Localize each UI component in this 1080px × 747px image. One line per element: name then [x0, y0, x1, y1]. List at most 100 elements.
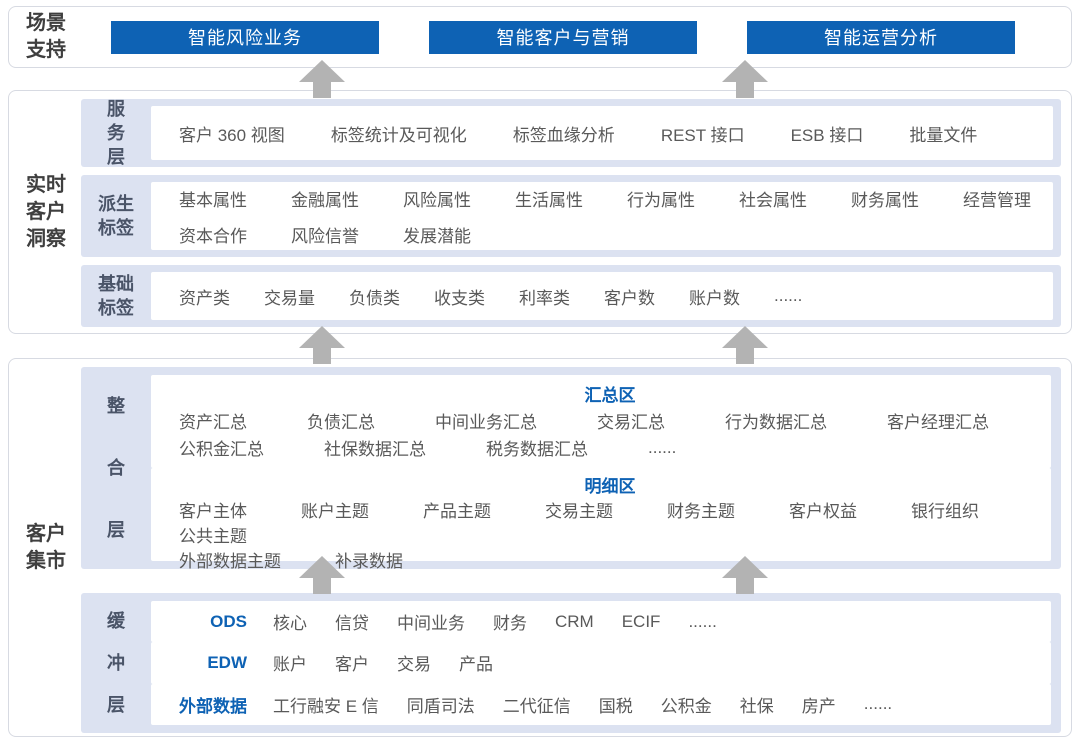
item-label: 国税 — [598, 696, 633, 716]
realtime-insight-label: 实时客户洞察 — [19, 99, 81, 325]
item-label: 核心 — [273, 614, 307, 634]
up-arrow-icon — [299, 326, 345, 364]
buffer-layer-label-text: 缓冲层 — [106, 611, 125, 715]
item-label: 交易量 — [264, 288, 315, 308]
item-label: 信贷 — [335, 614, 369, 634]
derived-tags-items-row2: 资本合作风险信誉发展潜能 — [179, 222, 1043, 247]
realtime-insight-label-text: 实时客户洞察 — [26, 173, 66, 250]
item-label: 账户主题 — [301, 502, 369, 521]
item-label: 基本属性 — [179, 190, 247, 210]
item-label: 交易汇总 — [597, 413, 665, 432]
item-label: ESB 接口 — [790, 125, 864, 145]
item-label: 二代征信 — [502, 696, 571, 716]
item-label: 社保数据汇总 — [324, 440, 426, 459]
detail-zone-items-row2: 外部数据主题补录数据 — [179, 547, 1041, 572]
derived-tags-label: 派生标签 — [81, 192, 151, 241]
item-label: 中间业务汇总 — [435, 413, 537, 432]
item-label: 负债类 — [349, 288, 400, 308]
up-arrow-icon — [299, 60, 345, 98]
item-label: 金融属性 — [291, 190, 359, 210]
item-label: ECIF — [621, 611, 661, 631]
item-label: 产品 — [459, 655, 493, 675]
item-label: 收支类 — [434, 288, 485, 308]
basic-tags-row: 基础标签 资产类交易量负债类收支类利率类客户数账户数...... — [81, 265, 1061, 327]
item-label: 财务主题 — [667, 502, 735, 521]
buffer-row-edw: EDW 账户客户交易产品 — [151, 642, 1051, 684]
item-label: 财务 — [493, 614, 527, 634]
item-label: 行为属性 — [627, 190, 695, 210]
item-label: 生活属性 — [515, 190, 583, 210]
buffer-layer-label: 缓冲层 — [81, 601, 151, 725]
edw-items: 账户客户交易产品 — [273, 650, 493, 675]
item-label: 账户数 — [689, 288, 740, 308]
buffer-row-external-data: 外部数据 工行融安 E 信同盾司法二代征信国税公积金社保房产...... — [151, 683, 1051, 725]
scene-support-panel: 场景支持 智能风险业务 智能客户与营销 智能运营分析 — [8, 6, 1072, 68]
edw-source-label: EDW — [207, 652, 247, 672]
item-label: 财务属性 — [851, 190, 919, 210]
scene-support-label-text: 场景支持 — [26, 12, 66, 61]
item-label: 标签统计及可视化 — [330, 125, 467, 145]
item-label: 工行融安 E 信 — [273, 696, 379, 716]
customer-mart-panel: 客户集市 整合层 汇总区 资产汇总 负债汇总 中间业务汇总 交易汇总 行为数据汇总 客户经… — [8, 358, 1072, 737]
button-intelligent-risk-business[interactable]: 智能风险业务 — [111, 20, 379, 54]
summary-zone-items-row2: 公积金汇总社保数据汇总税务数据汇总...... — [179, 435, 1041, 460]
up-arrow-icon — [722, 60, 768, 98]
integration-layer-label-text: 整合层 — [106, 396, 125, 540]
customer-mart-label: 客户集市 — [19, 367, 81, 728]
customer-mart-body: 整合层 汇总区 资产汇总 负债汇总 中间业务汇总 交易汇总 行为数据汇总 客户经理汇总 公… — [81, 367, 1061, 733]
summary-zone-title: 汇总区 — [584, 386, 636, 405]
item-label: 风险信誉 — [291, 226, 359, 246]
summary-zone-items-row1: 资产汇总 负债汇总 中间业务汇总 交易汇总 行为数据汇总 客户经理汇总 — [179, 408, 1041, 433]
customer-mart-label-text: 客户集市 — [26, 522, 66, 572]
item-label: 负债汇总 — [307, 413, 375, 432]
up-arrow-icon — [299, 556, 345, 594]
item-label: 中间业务 — [397, 614, 465, 634]
service-layer-label: 服务层 — [81, 97, 151, 170]
item-label: 客户 360 视图 — [179, 125, 285, 145]
item-label: 社保 — [739, 696, 774, 716]
item-label: 交易主题 — [545, 502, 613, 521]
external-data-source-label: 外部数据 — [179, 696, 247, 716]
button-intelligent-operations-analysis[interactable]: 智能运营分析 — [747, 20, 1015, 54]
up-arrow-icon — [722, 326, 768, 364]
item-label: 行为数据汇总 — [725, 413, 827, 432]
button-intelligent-customer-marketing[interactable]: 智能客户与营销 — [429, 20, 697, 54]
basic-tags-label: 基础标签 — [81, 272, 151, 321]
item-label: 公共主题 — [179, 527, 247, 546]
integration-layer-body: 汇总区 资产汇总 负债汇总 中间业务汇总 交易汇总 行为数据汇总 客户经理汇总 公积金汇总… — [151, 375, 1051, 571]
item-label: 批量文件 — [909, 125, 978, 145]
basic-tags-label-text: 基础标签 — [97, 273, 134, 318]
item-label: 资本合作 — [179, 226, 247, 246]
derived-tags-items-row1: 基本属性金融属性风险属性生活属性行为属性社会属性财务属性经营管理 — [179, 186, 1043, 211]
item-label: ...... — [688, 611, 717, 631]
detail-zone-items-row1: 客户主体账户主题产品主题交易主题财务主题客户权益银行组织公共主题 — [179, 497, 1041, 547]
service-layer-label-text: 服务层 — [107, 98, 125, 168]
up-arrow-icon — [722, 556, 768, 594]
item-label: 经营管理 — [963, 190, 1031, 210]
integration-layer-block: 整合层 汇总区 资产汇总 负债汇总 中间业务汇总 交易汇总 行为数据汇总 客户经理汇总 公… — [81, 367, 1061, 571]
item-label: 同盾司法 — [406, 696, 475, 716]
scene-buttons-row: 智能风险业务 智能客户与营销 智能运营分析 — [81, 20, 1059, 54]
summary-zone-box: 汇总区 资产汇总 负债汇总 中间业务汇总 交易汇总 行为数据汇总 客户经理汇总 公积金汇总… — [151, 375, 1051, 468]
external-data-items: 工行融安 E 信同盾司法二代征信国税公积金社保房产...... — [273, 692, 892, 717]
integration-layer-label: 整合层 — [81, 375, 151, 561]
item-label: 社会属性 — [739, 190, 807, 210]
scene-support-label: 场景支持 — [19, 10, 81, 64]
item-label: ...... — [648, 437, 677, 457]
basic-tags-items-box: 资产类交易量负债类收支类利率类客户数账户数...... — [151, 272, 1053, 320]
item-label: 资产汇总 — [179, 413, 247, 432]
item-label: ...... — [863, 694, 893, 714]
derived-tags-items-box: 基本属性金融属性风险属性生活属性行为属性社会属性财务属性经营管理 资本合作风险信… — [151, 182, 1053, 250]
item-label: 交易 — [397, 655, 431, 675]
item-label: 客户经理汇总 — [887, 413, 989, 432]
item-label: REST 接口 — [660, 125, 745, 145]
item-label: 公积金汇总 — [179, 440, 264, 459]
basic-tags-items: 资产类交易量负债类收支类利率类客户数账户数...... — [179, 284, 1043, 309]
